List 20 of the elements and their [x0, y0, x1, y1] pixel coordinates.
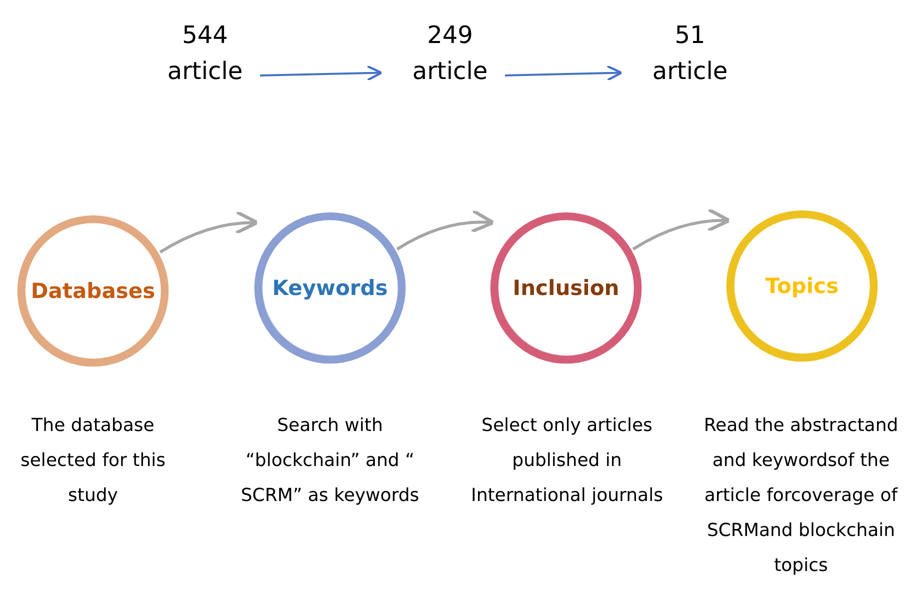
arrow	[260, 64, 383, 82]
circle-node	[15, 213, 171, 369]
step-title: Inclusion	[512, 276, 620, 300]
circle-node	[488, 210, 644, 366]
description-text: Read the abstractand and keywordsof the article forcoverage of SCRMand blockchain topics	[702, 414, 900, 578]
article-count: 51 article	[651, 20, 729, 87]
step-title: Keywords	[272, 276, 388, 300]
description-text: Select only articles published in International journals	[470, 414, 664, 508]
circle-node	[724, 208, 880, 364]
article-count: 249 article	[411, 20, 489, 87]
arrow	[159, 210, 259, 254]
circle-node	[252, 210, 408, 366]
arrow	[504, 64, 623, 82]
step-title: Databases	[30, 279, 156, 303]
article-count: 544 article	[166, 20, 244, 87]
arrow	[396, 210, 495, 250]
description-text: Search with “blockchain” and “ SCRM” as keywords	[240, 414, 420, 508]
description-text: The database selected for this study	[19, 414, 167, 508]
arrow	[632, 208, 731, 250]
step-title: Topics	[765, 274, 839, 298]
